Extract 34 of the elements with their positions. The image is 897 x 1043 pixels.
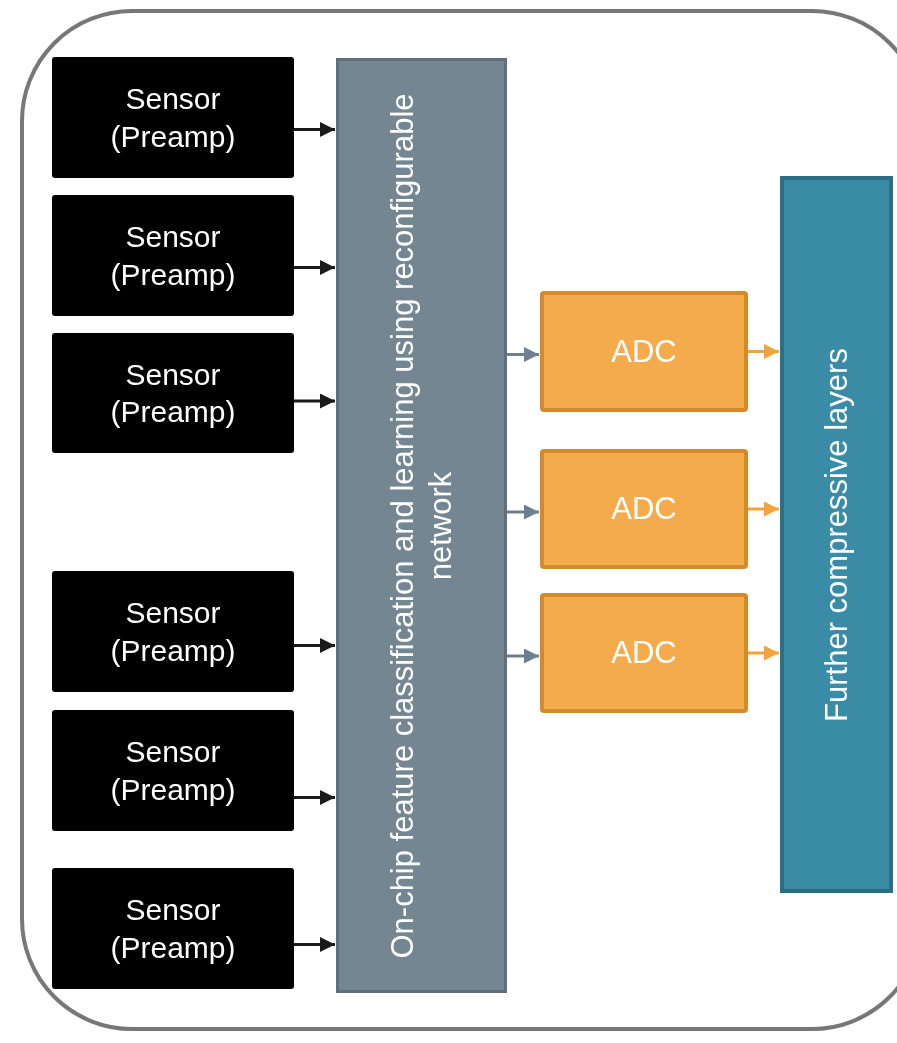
sensor-box	[52, 57, 294, 178]
arrow	[748, 501, 779, 517]
adc-box	[540, 593, 748, 713]
node-label: Sensor (Preamp)	[109, 734, 237, 808]
adc-box	[540, 291, 748, 412]
arrow	[748, 645, 779, 661]
arrow	[507, 504, 539, 520]
sensor-box	[52, 868, 294, 989]
node-label: Sensor (Preamp)	[109, 356, 237, 430]
adc-box	[540, 449, 748, 569]
sensor-box	[52, 571, 294, 692]
arrow	[294, 260, 335, 275]
arrow	[294, 790, 335, 805]
node-label: Sensor (Preamp)	[109, 892, 237, 966]
sensor-box	[52, 195, 294, 316]
node-label: ADC	[611, 333, 677, 370]
node-label: ADC	[611, 635, 677, 671]
node-label: Further compressive layers	[817, 346, 855, 724]
arrow	[507, 648, 539, 664]
node-label: Sensor (Preamp)	[109, 595, 237, 669]
arrow	[507, 347, 539, 362]
sensor-box	[52, 710, 294, 831]
network-bar	[336, 58, 507, 993]
sensor-box	[52, 333, 294, 453]
node-label: Sensor (Preamp)	[109, 219, 237, 293]
arrow	[294, 638, 335, 653]
node-label: ADC	[611, 491, 677, 527]
arrow	[748, 344, 779, 359]
arrow	[294, 393, 335, 409]
node-label: On-chip feature classification and learning using reconfigurable network	[383, 91, 459, 961]
arrow	[294, 937, 335, 952]
layers-bar	[780, 176, 893, 893]
node-label: Sensor (Preamp)	[109, 81, 237, 155]
arrow	[294, 122, 335, 137]
